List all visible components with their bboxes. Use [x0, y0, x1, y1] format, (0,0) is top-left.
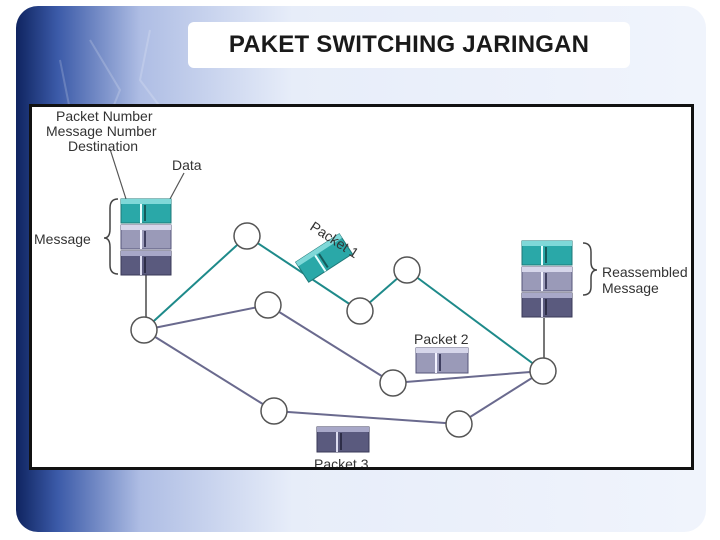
reassembled-brace	[582, 242, 598, 296]
packet-block-teal	[521, 240, 573, 266]
router-node	[379, 369, 407, 397]
message-label: Message	[34, 231, 91, 247]
route-2-link	[267, 304, 394, 384]
router-node	[254, 291, 282, 319]
label-pointer	[169, 172, 185, 200]
diagram-frame: Packet 1 Packet Number Message Number De…	[29, 104, 694, 470]
route-2-link	[143, 304, 269, 331]
route-3-link	[273, 410, 460, 425]
packet-2-label: Packet 2	[414, 331, 469, 347]
reassembled-label-line-1: Reassembled	[602, 264, 688, 280]
route-3-link	[143, 329, 275, 412]
source-node	[130, 316, 158, 344]
packet-3-label: Packet 3	[314, 456, 369, 470]
label-pointer	[109, 148, 127, 200]
slide-title: PAKET SWITCHING JARINGAN	[228, 31, 590, 58]
router-node	[260, 397, 288, 425]
network-nodes	[130, 222, 557, 438]
router-node	[346, 297, 374, 325]
reassembled-stack	[521, 240, 573, 318]
data-label: Data	[172, 157, 202, 173]
destination-label: Destination	[68, 138, 139, 154]
route-3-link	[458, 370, 544, 425]
router-node	[445, 410, 473, 438]
destination-node	[529, 357, 557, 385]
router-node	[233, 222, 261, 250]
packet-3-block	[316, 426, 370, 453]
reassembled-label-line-2: Message	[602, 280, 659, 296]
packet-block-slate-dark	[521, 292, 573, 318]
router-node	[393, 256, 421, 284]
packet-block-slate	[120, 224, 172, 250]
network-diagram: Packet 1	[103, 148, 598, 453]
packet-block-slate	[521, 266, 573, 292]
route-1-link	[143, 235, 248, 331]
route-2-link	[392, 370, 544, 384]
packet-block-teal	[120, 198, 172, 224]
packet-block-slate-dark	[120, 250, 172, 276]
message-brace	[103, 198, 119, 275]
packet-number-label: Packet Number	[56, 108, 153, 124]
packet-1-block	[294, 233, 354, 283]
message-stack	[120, 198, 172, 276]
title-box: PAKET SWITCHING JARINGAN	[188, 22, 630, 68]
message-number-label: Message Number	[46, 123, 157, 139]
route-1-link	[406, 269, 544, 372]
packet-2-block	[415, 347, 469, 374]
route-lines	[109, 148, 545, 425]
